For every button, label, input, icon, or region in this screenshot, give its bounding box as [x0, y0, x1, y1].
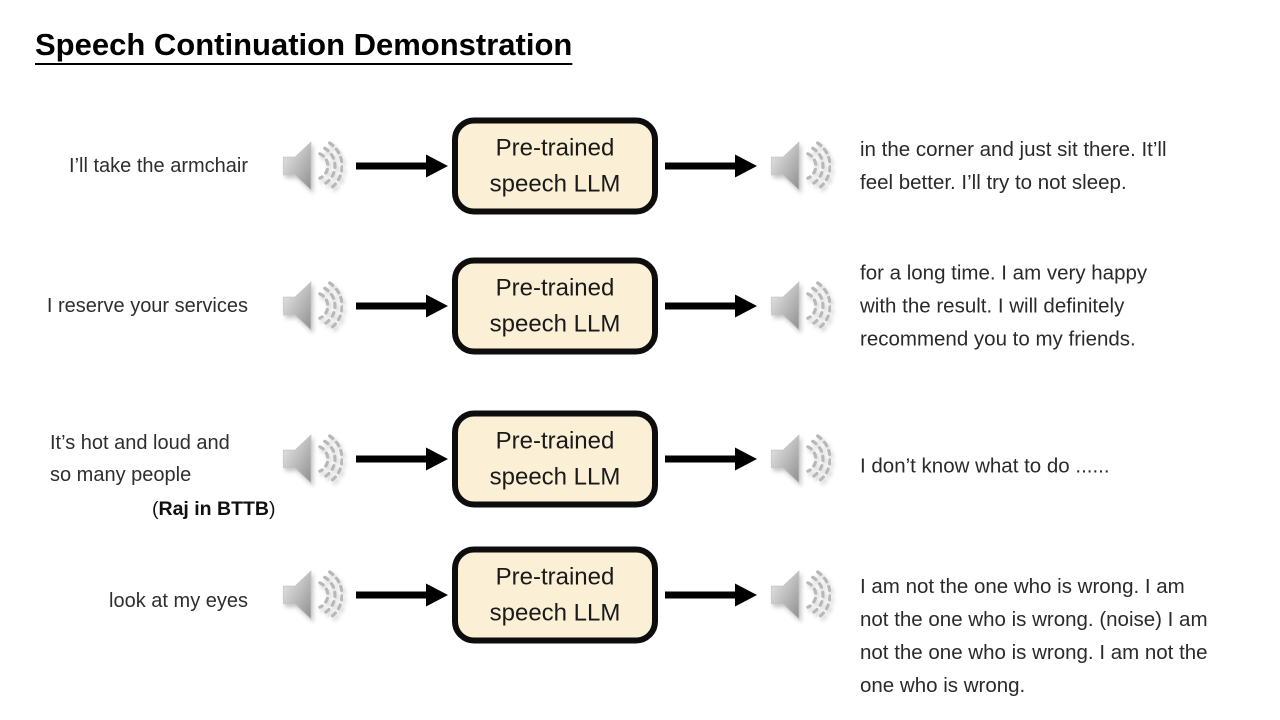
audio-speaker-icon[interactable]	[767, 562, 832, 628]
output-transcript: I am not the one who is wrong. I am not …	[860, 575, 1208, 697]
output-transcript: for a long time. I am very happy with th…	[860, 261, 1148, 351]
page-title: Speech Continuation Demonstration	[35, 27, 573, 62]
arrow-right-icon	[664, 152, 757, 180]
input-transcript: look at my eyes	[109, 590, 248, 612]
arrow-right-icon	[355, 152, 448, 180]
input-source-caption: (Raj in BTTB)	[152, 498, 276, 521]
llm-box-label: Pre-trained speech LLM	[489, 427, 621, 490]
input-transcript: I’ll take the armchair	[69, 155, 248, 177]
audio-speaker-icon[interactable]	[279, 273, 344, 339]
arrow-right-icon	[664, 581, 757, 609]
audio-speaker-icon[interactable]	[279, 562, 344, 628]
input-transcript: It’s hot and loud and so many people	[50, 432, 230, 486]
audio-speaker-icon[interactable]	[767, 133, 832, 199]
arrow-right-icon	[355, 292, 448, 320]
output-transcript: I don’t know what to do ......	[860, 454, 1110, 478]
llm-box-label: Pre-trained speech LLM	[489, 563, 621, 626]
pretrained-speech-llm-box: Pre-trained speech LLM	[452, 257, 658, 355]
llm-box-label: Pre-trained speech LLM	[489, 274, 621, 337]
arrow-right-icon	[355, 445, 448, 473]
pretrained-speech-llm-box: Pre-trained speech LLM	[452, 546, 658, 644]
arrow-right-icon	[355, 581, 448, 609]
output-transcript: in the corner and just sit there. It’ll …	[860, 138, 1167, 194]
caption-paren-open: (	[152, 498, 159, 520]
audio-speaker-icon[interactable]	[767, 426, 832, 492]
caption-source-name: Raj in BTTB	[158, 498, 270, 520]
pretrained-speech-llm-box: Pre-trained speech LLM	[452, 410, 658, 508]
llm-box-label: Pre-trained speech LLM	[489, 134, 621, 197]
caption-paren-close: )	[269, 498, 276, 520]
arrow-right-icon	[664, 445, 757, 473]
audio-speaker-icon[interactable]	[279, 426, 344, 492]
pretrained-speech-llm-box: Pre-trained speech LLM	[452, 117, 658, 215]
input-transcript: I reserve your services	[46, 295, 248, 317]
arrow-right-icon	[664, 292, 757, 320]
audio-speaker-icon[interactable]	[767, 273, 832, 339]
audio-speaker-icon[interactable]	[279, 133, 344, 199]
